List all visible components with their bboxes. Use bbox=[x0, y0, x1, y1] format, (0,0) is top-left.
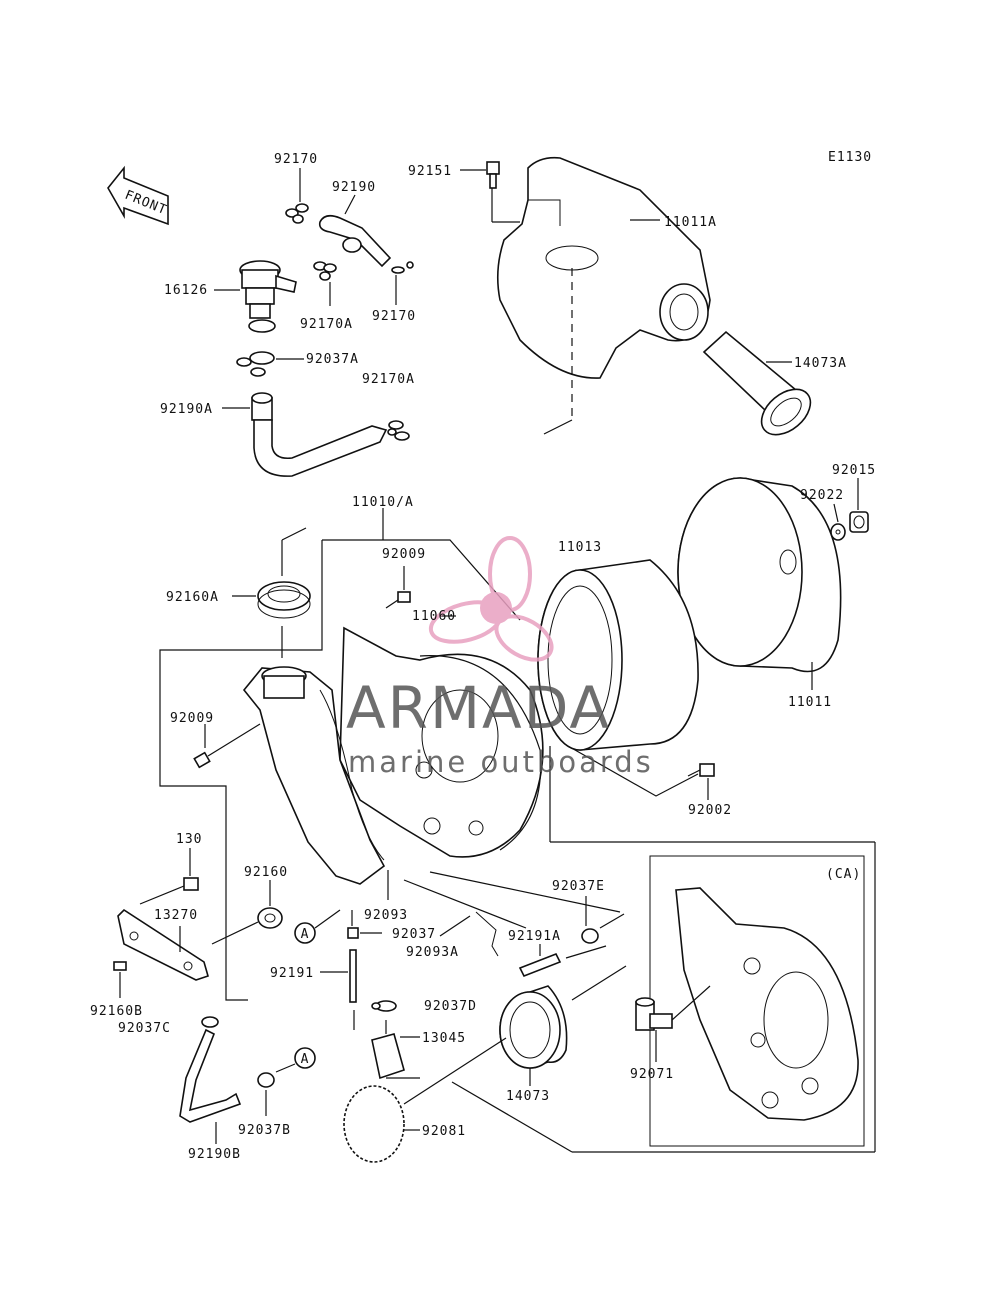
part-label: 92037D bbox=[424, 999, 477, 1014]
ca-label: (CA) bbox=[826, 867, 861, 882]
filter-cover-icon bbox=[677, 477, 842, 673]
washer-icon bbox=[830, 523, 846, 541]
part-label: 92022 bbox=[800, 488, 844, 503]
part-label: 92191A bbox=[508, 929, 561, 944]
hose-icon bbox=[475, 911, 499, 957]
clamp-icon bbox=[313, 261, 337, 281]
hose-icon bbox=[179, 1028, 242, 1123]
part-label: 92081 bbox=[422, 1124, 466, 1139]
part-label: 92093A bbox=[406, 945, 459, 960]
valve-icon bbox=[239, 260, 297, 333]
part-label: 11011A bbox=[664, 215, 717, 230]
front-arrow-icon: FRONT bbox=[107, 165, 169, 226]
part-label: 11013 bbox=[558, 540, 602, 555]
part-label: 92190 bbox=[332, 180, 376, 195]
watermark: ARMADA marine outboards bbox=[346, 536, 654, 779]
clamp-icon bbox=[285, 203, 309, 224]
part-label: 92170 bbox=[372, 309, 416, 324]
part-label: 14073A bbox=[794, 356, 847, 371]
nut-icon bbox=[849, 511, 869, 533]
part-label: 92151 bbox=[408, 164, 452, 179]
svg-text:A: A bbox=[301, 927, 310, 942]
clamp-icon bbox=[581, 928, 599, 944]
duct-icon bbox=[702, 330, 812, 436]
fuel-filter-icon bbox=[371, 1020, 405, 1080]
part-label: 92015 bbox=[832, 463, 876, 478]
backplate-ca-icon bbox=[675, 887, 859, 1121]
pin-icon bbox=[349, 949, 357, 1003]
clip-icon bbox=[387, 420, 410, 441]
svg-text:A: A bbox=[301, 1052, 310, 1067]
part-labels: 92170 92190 92151 11011A 16126 92170A 92… bbox=[90, 152, 876, 1162]
part-label: 92170A bbox=[300, 317, 353, 332]
duct-icon bbox=[499, 985, 568, 1069]
part-label: 92190B bbox=[188, 1147, 241, 1162]
propeller-logo-icon bbox=[428, 536, 554, 662]
bolt-icon bbox=[385, 591, 411, 609]
bolt-icon bbox=[139, 877, 199, 905]
diagram-code: E1130 bbox=[828, 150, 872, 165]
part-label: 11010/A bbox=[352, 495, 414, 510]
part-label: 92191 bbox=[270, 966, 314, 981]
part-label: 92037B bbox=[238, 1123, 291, 1138]
clamp-icon bbox=[371, 1000, 397, 1012]
reference-marker: A bbox=[294, 1047, 316, 1069]
part-label: 92160B bbox=[90, 1004, 143, 1019]
watermark-brand: ARMADA bbox=[346, 674, 611, 742]
reference-marker: A bbox=[294, 922, 316, 944]
grommet-icon bbox=[257, 907, 283, 929]
grommet-icon bbox=[113, 961, 127, 971]
part-label: 11011 bbox=[788, 695, 832, 710]
part-label: 92170 bbox=[274, 152, 318, 167]
clip-icon bbox=[391, 261, 414, 274]
part-label: 92037C bbox=[118, 1021, 171, 1036]
part-label: 14073 bbox=[506, 1089, 550, 1104]
clip-icon bbox=[347, 927, 359, 939]
part-label: 13045 bbox=[422, 1031, 466, 1046]
part-label: 92170A bbox=[362, 372, 415, 387]
bolt-icon bbox=[687, 763, 715, 777]
clip-icon bbox=[257, 1072, 275, 1088]
part-label: 92002 bbox=[688, 803, 732, 818]
bracket-icon bbox=[117, 908, 209, 981]
bolt-icon bbox=[193, 723, 261, 769]
intake-tube-icon bbox=[242, 666, 386, 885]
part-label: 130 bbox=[176, 832, 202, 847]
o-ring-icon bbox=[343, 1085, 405, 1163]
part-label: 92160A bbox=[166, 590, 219, 605]
part-label: 92093 bbox=[364, 908, 408, 923]
filter-element-icon bbox=[537, 559, 699, 751]
clip-icon bbox=[201, 1016, 219, 1028]
watermark-sub: marine outboards bbox=[348, 745, 654, 779]
part-label: 92009 bbox=[382, 547, 426, 562]
bolt-icon bbox=[486, 161, 500, 189]
part-label: 92190A bbox=[160, 402, 213, 417]
seal-icon bbox=[257, 581, 311, 619]
part-label: 92037E bbox=[552, 879, 605, 894]
clamp-icon bbox=[236, 351, 275, 377]
part-label: 11060 bbox=[412, 609, 456, 624]
part-label: 92160 bbox=[244, 865, 288, 880]
part-label: 92037A bbox=[306, 352, 359, 367]
part-label: 92009 bbox=[170, 711, 214, 726]
part-label: 13270 bbox=[154, 908, 198, 923]
pipe-icon bbox=[518, 952, 562, 978]
part-label: 92071 bbox=[630, 1067, 674, 1082]
fitting-icon bbox=[635, 997, 673, 1031]
hose-icon bbox=[318, 214, 392, 268]
part-label: 16126 bbox=[164, 283, 208, 298]
hose-icon bbox=[251, 392, 388, 477]
backplate-icon bbox=[339, 626, 544, 858]
part-label: 92037 bbox=[392, 927, 436, 942]
air-cleaner-cover-icon bbox=[496, 156, 711, 379]
